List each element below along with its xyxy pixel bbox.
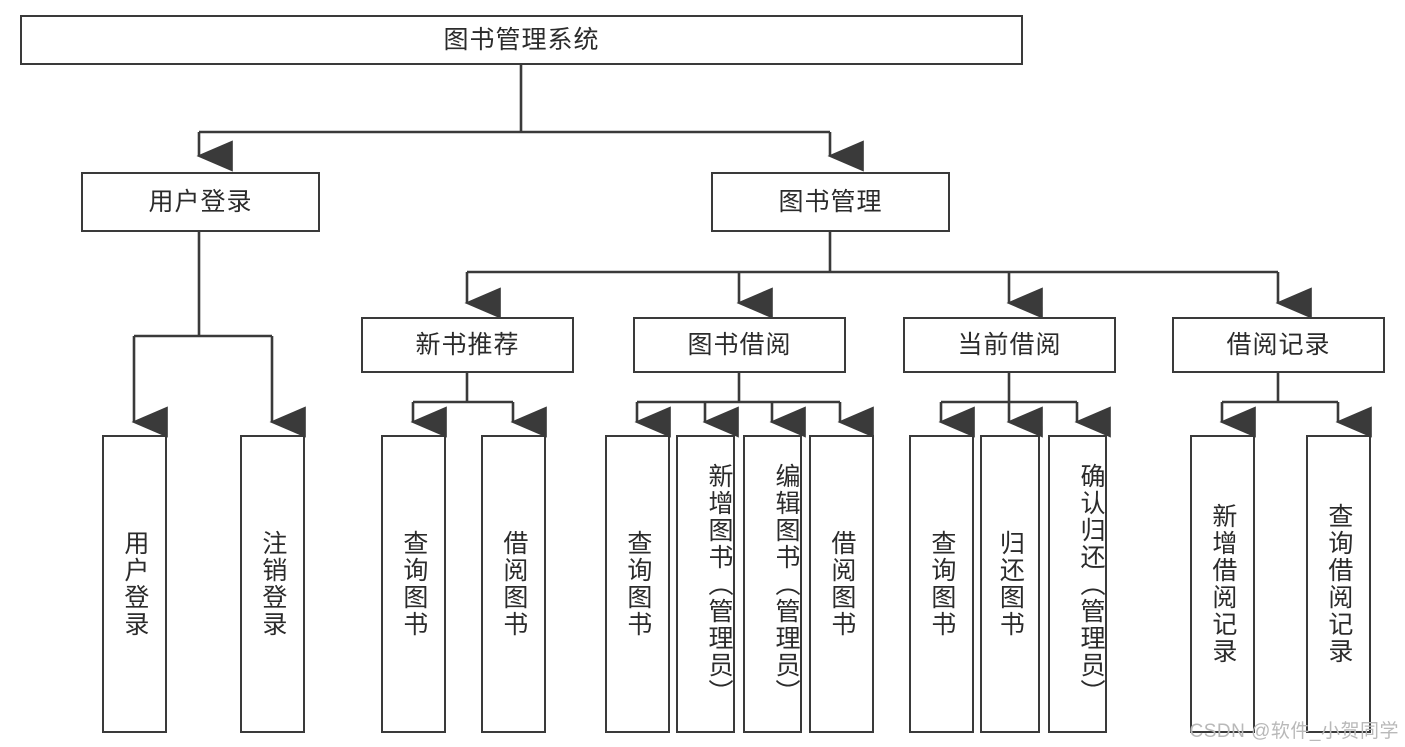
node-book-borrow[interactable]: 图书借阅 [633, 317, 846, 373]
leaf-user-login-logout-label: 注销登录 [258, 530, 287, 638]
node-new-book-recommend-label: 新书推荐 [415, 330, 520, 359]
leaf-new-book-borrow-label: 借阅图书 [499, 530, 528, 638]
leaf-borrow-borrow-book-label: 借阅图书 [827, 530, 856, 638]
leaf-borrow-query-book[interactable]: 查询图书 [605, 435, 670, 733]
node-borrow-record-label: 借阅记录 [1226, 330, 1331, 359]
leaf-current-confirm-return-label: 确认归还（管理员） [1077, 462, 1105, 706]
leaf-new-book-query[interactable]: 查询图书 [381, 435, 446, 733]
leaf-current-query-book[interactable]: 查询图书 [909, 435, 974, 733]
leaf-borrow-query-book-label: 查询图书 [623, 530, 652, 638]
node-borrow-record[interactable]: 借阅记录 [1172, 317, 1385, 373]
node-book-management-label: 图书管理 [778, 187, 883, 216]
node-user-login-label: 用户登录 [148, 187, 253, 216]
leaf-record-add[interactable]: 新增借阅记录 [1190, 435, 1255, 733]
node-book-borrow-label: 图书借阅 [687, 330, 792, 359]
node-root[interactable]: 图书管理系统 [20, 15, 1023, 65]
leaf-user-login-logout[interactable]: 注销登录 [240, 435, 305, 733]
leaf-current-return-book-label: 归还图书 [996, 530, 1025, 638]
leaf-borrow-add-book-label: 新增图书（管理员） [705, 462, 733, 706]
leaf-current-confirm-return[interactable]: 确认归还（管理员） [1048, 435, 1107, 733]
leaf-borrow-edit-book[interactable]: 编辑图书（管理员） [743, 435, 802, 733]
node-book-management[interactable]: 图书管理 [711, 172, 950, 232]
leaf-user-login-login-label: 用户登录 [120, 530, 149, 638]
node-user-login[interactable]: 用户登录 [81, 172, 320, 232]
leaf-current-query-book-label: 查询图书 [927, 530, 956, 638]
leaf-record-query-label: 查询借阅记录 [1324, 503, 1353, 665]
leaf-borrow-add-book[interactable]: 新增图书（管理员） [676, 435, 735, 733]
node-current-borrow[interactable]: 当前借阅 [903, 317, 1116, 373]
leaf-new-book-borrow[interactable]: 借阅图书 [481, 435, 546, 733]
leaf-borrow-borrow-book[interactable]: 借阅图书 [809, 435, 874, 733]
leaf-user-login-login[interactable]: 用户登录 [102, 435, 167, 733]
node-root-label: 图书管理系统 [443, 25, 600, 54]
leaf-record-query[interactable]: 查询借阅记录 [1306, 435, 1371, 733]
leaf-current-return-book[interactable]: 归还图书 [980, 435, 1040, 733]
node-current-borrow-label: 当前借阅 [957, 330, 1062, 359]
leaf-new-book-query-label: 查询图书 [399, 530, 428, 638]
node-new-book-recommend[interactable]: 新书推荐 [361, 317, 574, 373]
leaf-record-add-label: 新增借阅记录 [1208, 503, 1237, 665]
leaf-borrow-edit-book-label: 编辑图书（管理员） [772, 462, 800, 706]
